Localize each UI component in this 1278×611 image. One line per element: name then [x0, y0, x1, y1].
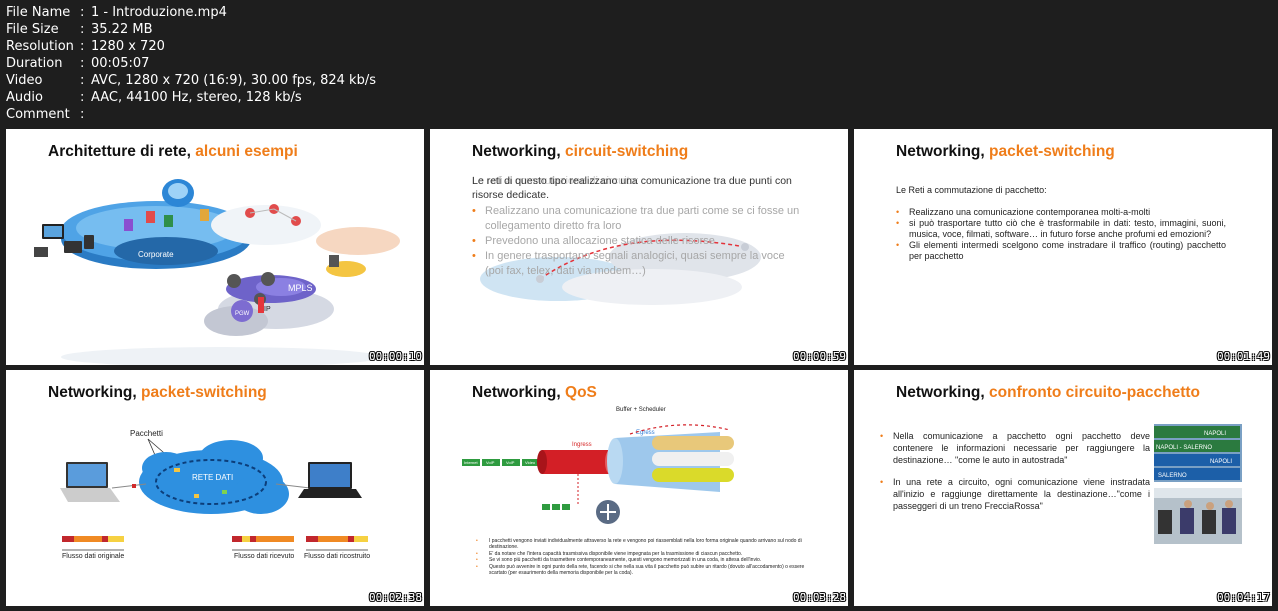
file-info-panel: File Name:1 - Introduzione.mp4 File Size…	[6, 4, 376, 123]
slide-bullets: Realizzano una comunicazione contemporan…	[896, 207, 1226, 262]
video-thumbnail[interactable]: Networking, circuit-switching Le reti a …	[430, 129, 848, 365]
file-info-row: Duration:00:05:07	[6, 56, 150, 71]
sign-label: NAPOLI	[1210, 459, 1232, 465]
video-thumbnail[interactable]: Architetture di rete, alcuni esempi	[6, 129, 424, 365]
bullet-item: In genere trasportano segnali analogici,…	[472, 249, 802, 279]
file-info-key: Audio	[6, 90, 43, 105]
file-info-value: AAC, 44100 Hz, stereo, 128 kb/s	[91, 90, 302, 105]
bullet-item: I pacchetti vengono inviati individualme…	[476, 538, 812, 551]
packet-label: Video	[525, 460, 536, 465]
slide-title: Networking, QoS	[472, 384, 597, 401]
bullet-item: Nella comunicazione a pacchetto ogni pac…	[880, 430, 1150, 466]
rete-dati-label: RETE DATI	[192, 473, 233, 482]
file-info-key: File Size	[6, 22, 59, 37]
bullet-item: In una rete a circuito, ogni comunicazio…	[880, 476, 1150, 512]
slide-title: Networking, packet-switching	[48, 384, 267, 401]
flow-label: Flusso dati originale	[62, 553, 124, 560]
egress-label: Egress	[636, 430, 655, 436]
file-info-row: Resolution:1280 x 720	[6, 39, 165, 54]
bullet-item: Gli elementi intermedi scelgono come ins…	[896, 240, 1226, 262]
bullet-item: Realizzano una comunicazione tra due par…	[472, 204, 802, 234]
file-info-key: File Name	[6, 5, 71, 20]
slide-title: Networking, packet-switching	[896, 143, 1115, 160]
file-info-value: 00:05:07	[91, 56, 150, 71]
video-thumbnail[interactable]: Networking, packet-switching Pacchetti R…	[6, 370, 424, 606]
corporate-label: Corporate	[138, 250, 174, 259]
packet-label: Internet	[464, 460, 478, 465]
file-info-key: Comment	[6, 107, 70, 122]
file-info-row: Audio:AAC, 44100 Hz, stereo, 128 kb/s	[6, 90, 302, 105]
bullet-item: si può trasportare tutto ciò che è trasf…	[896, 218, 1226, 240]
bullet-item: E' da notare che l'intera capacità trasm…	[476, 551, 812, 558]
file-info-key: Resolution	[6, 39, 74, 54]
packet-label: VoIP	[486, 460, 495, 465]
ip-label: IP	[264, 306, 271, 313]
timestamp: 00:01:49	[1217, 350, 1270, 363]
slide-heading: Le reti di questo tipo realizzano una co…	[472, 175, 792, 201]
packet-network-diagram: Pacchetti RETE DATI Fl	[60, 429, 370, 560]
file-info-row: Comment:	[6, 107, 85, 122]
sign-label: NAPOLI	[1204, 431, 1226, 437]
network-architecture-illustration: Corporate MPLS IP PGW	[34, 179, 400, 365]
timestamp: 00:04:17	[1217, 591, 1270, 604]
sign-label: NAPOLI - SALERNO	[1156, 445, 1212, 451]
slide-title: Architetture di rete, alcuni esempi	[48, 143, 298, 160]
file-info-key: Video	[6, 73, 43, 88]
buffer-label: Buffer + Scheduler	[616, 407, 666, 413]
slide-bullets: Realizzano una comunicazione tra due par…	[472, 204, 802, 279]
file-info-row: File Name:1 - Introduzione.mp4	[6, 5, 227, 20]
file-info-value: 35.22 MB	[91, 22, 153, 37]
file-info-value: 1280 x 720	[91, 39, 165, 54]
slide-bullets: I pacchetti vengono inviati individualme…	[476, 538, 812, 576]
timestamp: 00:00:59	[793, 350, 846, 363]
qos-pipe-diagram: Buffer + Scheduler Ingress Egress Intern…	[462, 407, 734, 524]
packet-label: VoIP	[506, 460, 515, 465]
pgw-label: PGW	[235, 311, 250, 317]
file-info-value: AVC, 1280 x 720 (16:9), 30.00 fps, 824 k…	[91, 73, 376, 88]
timestamp: 00:00:10	[369, 350, 422, 363]
pacchetti-label: Pacchetti	[130, 429, 163, 438]
slide-title: Networking, circuit-switching	[472, 143, 689, 160]
bullet-item: Questo può avvenire in ogni punto della …	[476, 564, 812, 577]
ingress-label: Ingress	[572, 442, 592, 448]
file-info-key: Duration	[6, 56, 63, 71]
file-info-row: File Size:35.22 MB	[6, 22, 153, 37]
video-thumbnail[interactable]: Networking, QoS Buffer + Scheduler Ingre…	[430, 370, 848, 606]
ghost-heading: Le reti a commutazione di circuito:	[472, 175, 639, 187]
video-thumbnail[interactable]: Networking, confronto circuito-pacchetto…	[854, 370, 1272, 606]
file-info-value: 1 - Introduzione.mp4	[91, 5, 227, 20]
file-info-row: Video:AVC, 1280 x 720 (16:9), 30.00 fps,…	[6, 73, 376, 88]
slide-heading: Le Reti a commutazione di pacchetto:	[896, 185, 1047, 195]
video-thumbnail[interactable]: Networking, packet-switching Le Reti a c…	[854, 129, 1272, 365]
slide-title: Networking, confronto circuito-pacchetto	[896, 384, 1200, 401]
highway-train-photos: NAPOLI NAPOLI - SALERNO NAPOLI SALERNO	[1154, 424, 1242, 544]
timestamp: 00:03:28	[793, 591, 846, 604]
sign-label: SALERNO	[1158, 473, 1187, 479]
slide-bullets: Nella comunicazione a pacchetto ogni pac…	[880, 430, 1150, 512]
flow-label: Flusso dati ricevuto	[234, 553, 294, 560]
bullet-item: Prevedono una allocazione statica delle …	[472, 234, 802, 249]
bullet-item: Realizzano una comunicazione contemporan…	[896, 207, 1226, 218]
mpls-label: MPLS	[288, 283, 313, 293]
bullet-item: Se vi sono più pacchetti da trasmettere …	[476, 557, 812, 564]
timestamp: 00:02:38	[369, 591, 422, 604]
flow-label: Flusso dati ricostruito	[304, 553, 370, 560]
